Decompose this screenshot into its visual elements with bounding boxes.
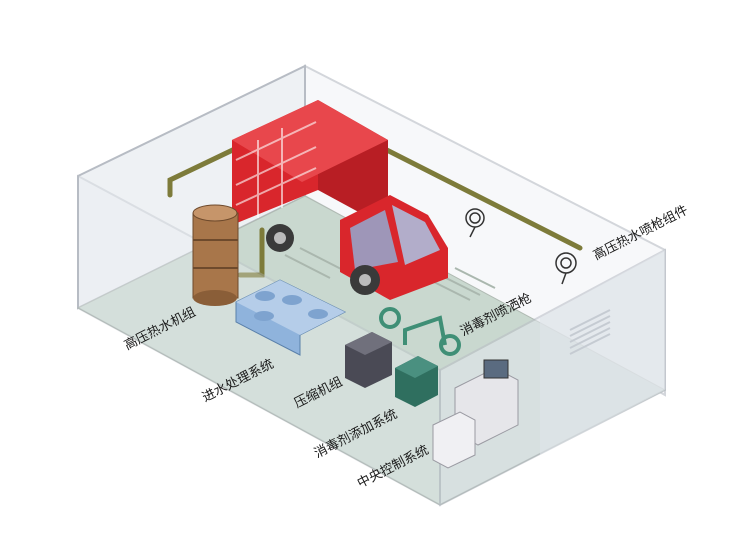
- disinfectant-spray-gun: [379, 307, 461, 356]
- truck: [232, 100, 448, 300]
- dosing-unit: [395, 356, 438, 407]
- central-control-unit: [432, 359, 519, 469]
- vent-grille: [569, 309, 611, 355]
- hot-water-unit: [192, 204, 239, 306]
- truck-windshield: [392, 205, 440, 265]
- truck-cargo-top: [232, 100, 388, 182]
- hot-water-gun-reel: [465, 208, 577, 285]
- control-room-wall: [540, 250, 665, 455]
- truck-side-window: [350, 210, 398, 270]
- truck-slats: [235, 121, 317, 218]
- glass-walls: [77, 174, 666, 507]
- compressor-unit: [345, 332, 392, 388]
- water-treatment-unit: [235, 279, 347, 356]
